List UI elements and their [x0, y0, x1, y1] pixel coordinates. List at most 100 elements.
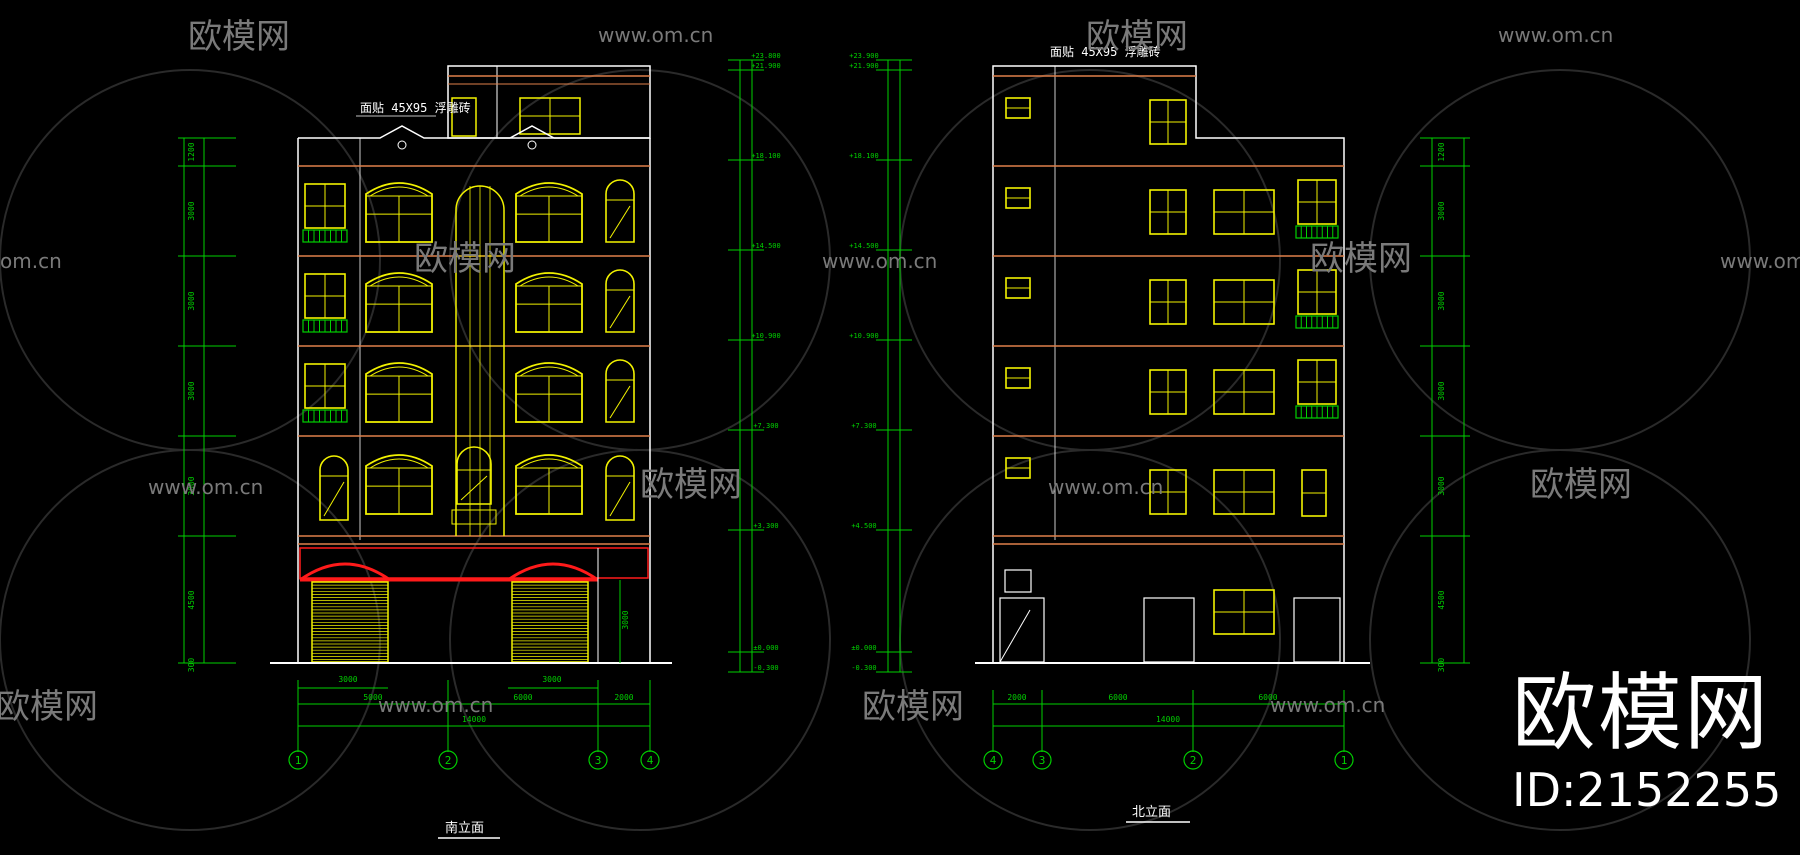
- watermark-brand-5: 欧模网: [640, 465, 742, 505]
- north-balcony-window-2: [1295, 269, 1339, 329]
- north-level-3: +18.100: [849, 152, 879, 160]
- north-right-dimension-chain: [1420, 137, 1470, 664]
- south-axis-3: 3: [588, 740, 608, 770]
- north-level-labels: +23.900+21.900+18.100+14.500+10.900+7.30…: [849, 52, 912, 673]
- brand-name: 欧模网: [1512, 664, 1771, 762]
- north-total-dim: 14000: [1156, 715, 1180, 724]
- south-arch-window-left-2: [365, 272, 433, 333]
- north-windows: [1005, 97, 1339, 635]
- north-right-dim-1: 1200: [1437, 142, 1446, 161]
- north-elevation-title: 北立面: [1132, 805, 1171, 820]
- north-ground-window: [1213, 589, 1275, 635]
- north-floor-lines: [993, 165, 1344, 545]
- south-door-dim-1: 3000: [338, 675, 357, 684]
- north-right-dim-2: 3000: [1437, 201, 1446, 220]
- south-level-6: +7.300: [753, 422, 778, 430]
- north-axis-4: 1: [1334, 740, 1354, 770]
- watermarks: 欧模网 www.om.cn 欧模网 www.om.cn om.cn 欧模网 ww…: [0, 17, 1800, 727]
- north-axis-2: 3: [1032, 740, 1052, 770]
- north-window-col3-4: [1213, 469, 1275, 515]
- watermark-brand-7: 欧模网: [0, 687, 98, 727]
- south-arch-window-right-2: [515, 272, 583, 333]
- north-elevation: 面贴 45X95 浮雕砖 +23.900+21.900+18.100+14.50…: [849, 44, 1470, 823]
- south-small-arch-window-4b: [605, 455, 635, 521]
- watermark-url-2: www.om.cn: [1498, 23, 1613, 47]
- south-small-arch-window-4a: [319, 455, 349, 521]
- south-ground-band: [299, 547, 649, 579]
- south-level-4: +14.500: [751, 242, 781, 250]
- north-axis-3: 2: [1183, 740, 1203, 770]
- north-level-4: +14.500: [849, 242, 879, 250]
- south-small-arch-window-3: [605, 359, 635, 423]
- north-window-col2-5: [1149, 469, 1187, 515]
- south-arch-window-left-1: [365, 182, 433, 243]
- south-level-labels: +23.800+21.900+18.100+14.500+10.900+7.30…: [728, 52, 781, 673]
- north-level-2: +21.900: [849, 62, 879, 70]
- north-balcony-window-2-frame: [1297, 269, 1337, 315]
- south-level-8: ±0.000: [753, 644, 778, 652]
- south-balcony-window-2: [302, 273, 348, 333]
- watermark-url-1: www.om.cn: [598, 23, 713, 47]
- south-arch-window-left-3: [365, 362, 433, 423]
- south-bottom-dimension-lines: [297, 580, 651, 752]
- north-window-col3-2: [1213, 279, 1275, 325]
- south-left-dimension-chain: [178, 137, 236, 664]
- south-arch-window-right-3: [515, 362, 583, 423]
- watermark-brand-4: 欧模网: [1310, 239, 1412, 279]
- south-roof-tower: [447, 65, 651, 139]
- south-arch-window-right-4: [515, 454, 583, 515]
- watermark-url-4: www.om.cn: [1720, 249, 1800, 273]
- south-balcony-window-1-frame: [304, 183, 346, 229]
- south-bottom-dim-1: 5000: [363, 693, 382, 702]
- north-window-col2-1: [1149, 99, 1187, 145]
- south-axis-4-label: 4: [647, 754, 654, 767]
- south-roof-door: [451, 97, 477, 137]
- south-left-dim-4: 3000: [187, 381, 196, 400]
- north-axis-1-label: 4: [990, 754, 997, 767]
- south-balcony-arch-door: [456, 446, 492, 505]
- south-parapet: [298, 125, 650, 139]
- north-balcony-window-3-frame: [1297, 359, 1337, 405]
- south-shop-shutters: [311, 581, 589, 663]
- south-total-dim: 14000: [462, 715, 486, 724]
- south-axis-2-label: 2: [445, 754, 452, 767]
- north-right-dim-5: 3000: [1437, 476, 1446, 495]
- north-small-window-4: [1005, 367, 1031, 389]
- north-bottom-dim-2: 6000: [1108, 693, 1127, 702]
- south-left-dim-5: 3000: [187, 476, 196, 495]
- watermark-circles: [0, 69, 1751, 831]
- south-right-level-chain: [739, 60, 753, 672]
- south-left-dim-3: 3000: [187, 291, 196, 310]
- watermark-brand-2: 欧模网: [1086, 17, 1188, 57]
- south-shop-arch-right: [507, 562, 599, 582]
- north-window-col4-4: [1301, 469, 1327, 517]
- south-level-7: +3.300: [753, 522, 778, 530]
- south-shop-arch-left: [299, 562, 391, 582]
- south-arch-window-left-4: [365, 454, 433, 515]
- north-material-note: 面贴 45X95 浮雕砖: [1050, 44, 1161, 59]
- watermark-url-5: www.om.cn: [148, 475, 263, 499]
- south-bottom-dim-3: 2000: [614, 693, 633, 702]
- watermark-url-7: www.om.cn: [378, 693, 493, 717]
- watermark-brand-8: 欧模网: [862, 687, 964, 727]
- north-balcony-window-1-frame: [1297, 179, 1337, 225]
- north-window-col3-1: [1213, 189, 1275, 235]
- north-axis-3-label: 2: [1190, 754, 1197, 767]
- watermark-url-3: www.om.cn: [822, 249, 937, 273]
- south-level-2: +21.900: [751, 62, 781, 70]
- north-axis-2-label: 3: [1039, 754, 1046, 767]
- south-balcony-window-1: [302, 183, 348, 243]
- north-right-dim-7: 300: [1437, 658, 1446, 673]
- south-left-dim-1: 1200: [187, 142, 196, 161]
- south-balcony-window-3: [302, 363, 348, 423]
- south-axis-4: 4: [640, 740, 660, 770]
- north-level-8: ±0.000: [851, 644, 876, 652]
- watermark-url-6: www.om.cn: [1048, 475, 1163, 499]
- north-small-window-3: [1005, 277, 1031, 299]
